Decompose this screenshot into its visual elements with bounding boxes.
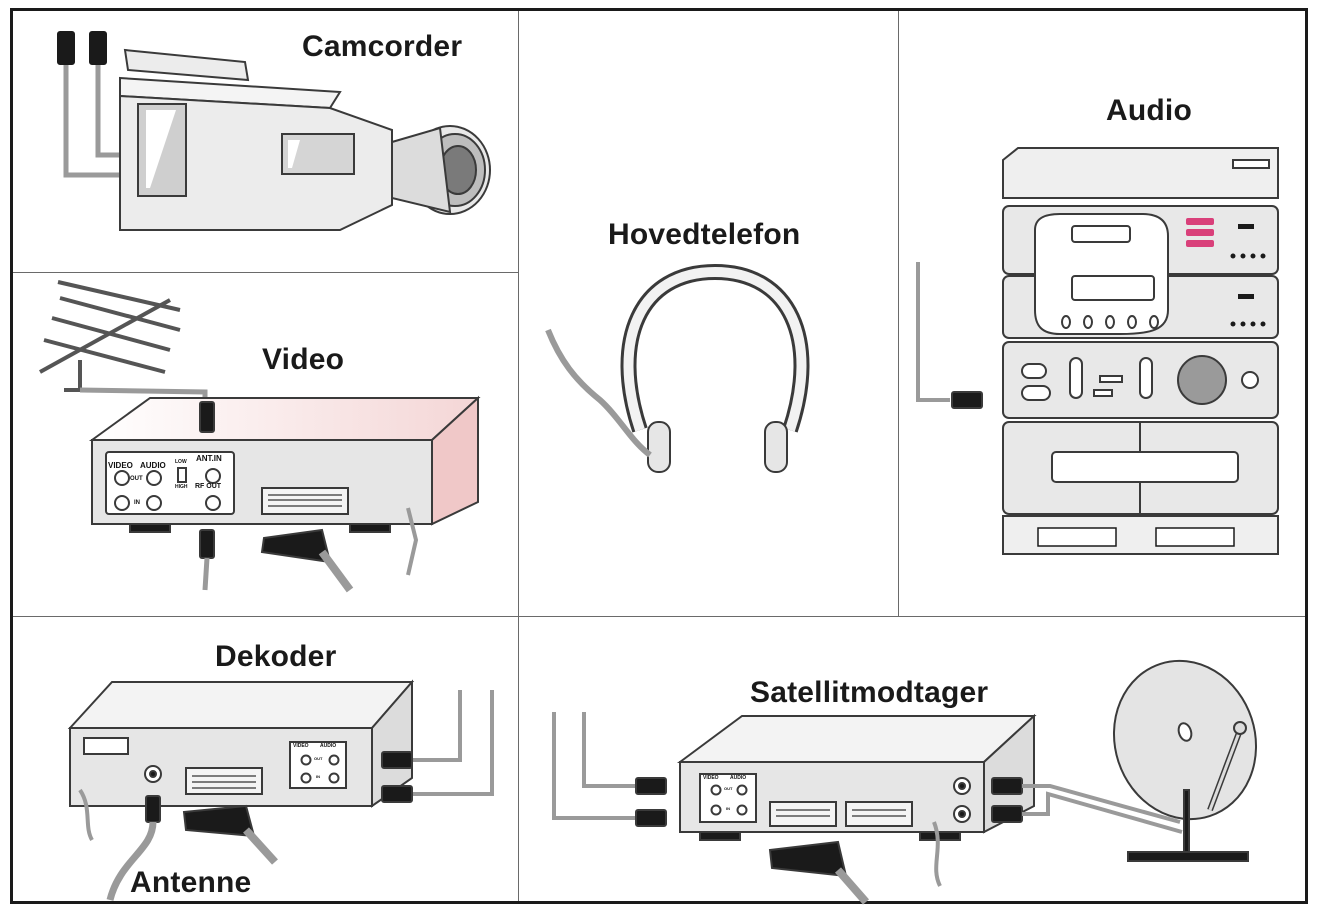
satellite-video-jack-label: VIDEO [703,775,719,781]
satellite-audio-jack-label: AUDIO [730,775,747,781]
decoder-audio-jack-label: AUDIO [320,743,337,749]
decoder-in-jack-label: IN [316,774,320,779]
decoder-out-jack-label: OUT [314,756,323,761]
camcorder-illustration [57,31,491,231]
divider-left-center [518,11,519,616]
label-satellitmodtager: Satellitmodtager [750,676,989,709]
divider-camcorder-video [13,272,518,273]
label-video: Video [262,343,345,376]
vcr-ant-in-label: ANT.IN [196,454,222,463]
label-camcorder: Camcorder [302,30,463,63]
label-audio: Audio [1106,94,1192,127]
headphones-illustration [545,263,810,473]
divider-center-right [898,11,899,616]
vcr-audio-jack-label: AUDIO [140,461,166,470]
satellite-receiver-illustration [552,659,1258,905]
diagram-frame [10,8,1308,904]
vcr-low-label: LOW [175,459,187,465]
divider-bottom-mid [518,616,519,901]
satellite-in-jack-label: IN [726,806,730,811]
vcr-rf-out-label: RF OUT [195,483,222,490]
label-antenne: Antenne [130,866,252,899]
divider-top-bottom [13,616,1305,617]
vcr-video-jack-label: VIDEO [108,461,133,470]
satellite-out-jack-label: OUT [724,786,733,791]
vcr-high-label: HIGH [175,484,188,490]
decoder-video-jack-label: VIDEO [293,743,309,749]
audio-system-illustration [916,147,1279,555]
vcr-in-jack-label: IN [134,500,140,506]
decoder-illustration [67,679,494,901]
vcr-illustration [39,280,481,593]
vcr-out-jack-label: OUT [130,476,143,482]
label-dekoder: Dekoder [215,640,337,673]
label-hovedtelefon: Hovedtelefon [608,218,801,251]
